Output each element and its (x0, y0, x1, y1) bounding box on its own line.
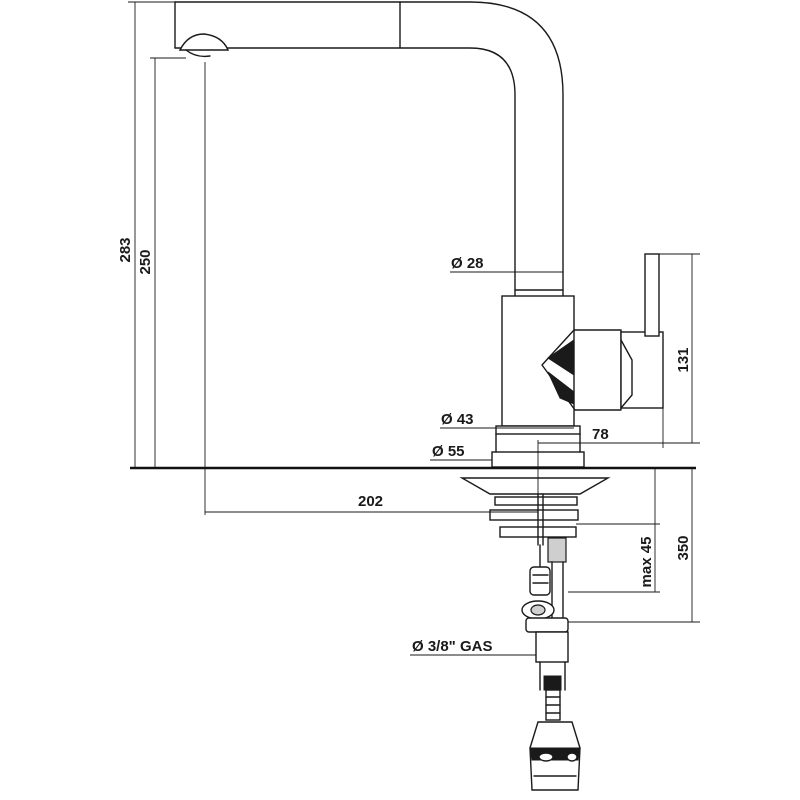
dim-body-diameter: Ø 43 (441, 411, 474, 428)
dim-total-length: 131 (675, 347, 692, 372)
dim-base-diameter: Ø 55 (432, 443, 465, 460)
dimension-labels: 283 250 Ø 28 Ø 43 Ø 55 78 202 131 max 45… (117, 237, 692, 655)
dim-below-deck: 350 (675, 535, 692, 560)
dim-spout-height: 250 (137, 249, 154, 274)
dim-spout-diameter: Ø 28 (451, 255, 484, 272)
dim-total-height: 283 (117, 237, 134, 262)
under-deck-assembly (459, 477, 611, 791)
dim-spout-reach: 202 (358, 493, 383, 510)
faucet-outline (174, 1, 664, 468)
dim-handle-reach: 78 (592, 426, 609, 443)
dimension-lines (128, 1, 700, 656)
dim-connection: Ø 3/8" GAS (412, 638, 492, 655)
dim-max-deck-thickness: max 45 (638, 537, 655, 588)
